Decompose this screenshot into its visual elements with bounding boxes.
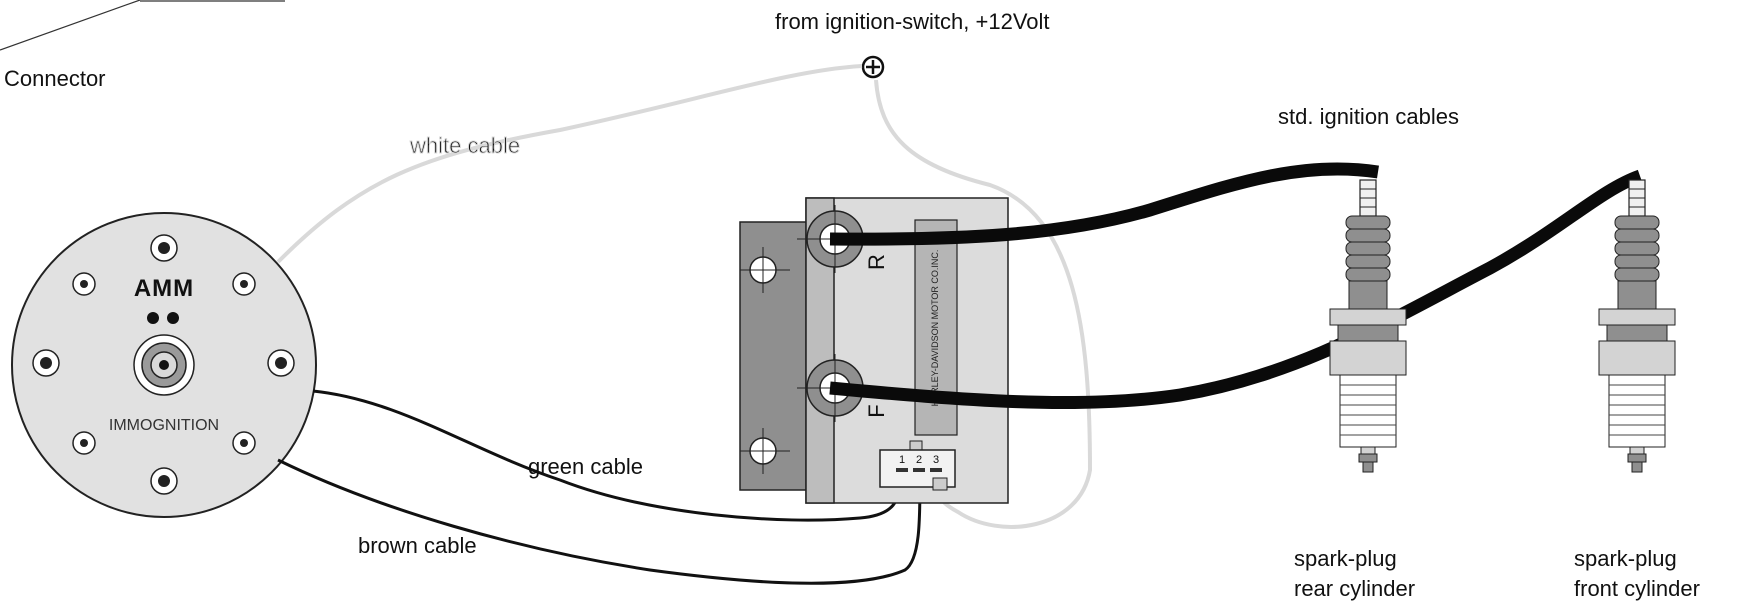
plug-front-label-line2: front cylinder	[1574, 576, 1700, 601]
small-screw-icon	[72, 431, 96, 455]
green-cable	[312, 389, 902, 522]
plug-front-label-line1: spark-plug	[1574, 546, 1677, 571]
plug-rear-label-line1: spark-plug	[1294, 546, 1397, 571]
coil-pin-3: 3	[933, 454, 939, 466]
module-name: IMMOGNITION	[109, 417, 219, 434]
small-screw-icon	[232, 431, 256, 455]
connector-leader	[0, 0, 285, 51]
plug-rear-label-line2: rear cylinder	[1294, 576, 1415, 601]
spark-plug-rear	[1329, 179, 1407, 473]
screw-icon	[267, 349, 295, 377]
white-cable-label: white cable	[409, 133, 520, 158]
white-cable	[276, 64, 863, 264]
brown-cable	[277, 458, 922, 585]
coil-pin-1: 1	[899, 454, 905, 466]
ignition-coil	[739, 197, 1009, 504]
module-brand: AMM	[134, 275, 194, 302]
small-screw-icon	[72, 272, 96, 296]
white-cable-to-coil	[874, 79, 1093, 529]
ignition-cable-front	[829, 169, 1643, 410]
green-cable-label: green cable	[528, 454, 643, 479]
center-shaft-icon	[133, 334, 195, 396]
ignition-cable-rear	[829, 162, 1379, 246]
plus-terminal-icon	[861, 55, 885, 79]
screw-icon	[32, 349, 60, 377]
coil-pin-2: 2	[916, 454, 922, 466]
std-cables-label: std. ignition cables	[1278, 104, 1459, 129]
led-indicator	[167, 312, 179, 324]
rear-terminal-label: R	[864, 254, 889, 270]
coil-maker-label: HARLEY-DAVIDSON MOTOR CO.INC.	[930, 250, 940, 407]
mount-hole-icon	[740, 428, 790, 474]
ignition-module	[11, 212, 317, 518]
small-screw-icon	[232, 272, 256, 296]
led-indicator	[147, 312, 159, 324]
ignition-source-label: from ignition-switch, +12Volt	[775, 9, 1050, 34]
mount-hole-icon	[740, 247, 790, 293]
screw-icon	[150, 234, 178, 262]
spark-plug-front	[1598, 179, 1676, 473]
front-terminal-label: F	[864, 404, 889, 417]
coil-3pin-connector	[879, 440, 956, 491]
screw-icon	[150, 467, 178, 495]
connector-label: Connector	[4, 66, 106, 91]
brown-cable-label: brown cable	[358, 533, 477, 558]
